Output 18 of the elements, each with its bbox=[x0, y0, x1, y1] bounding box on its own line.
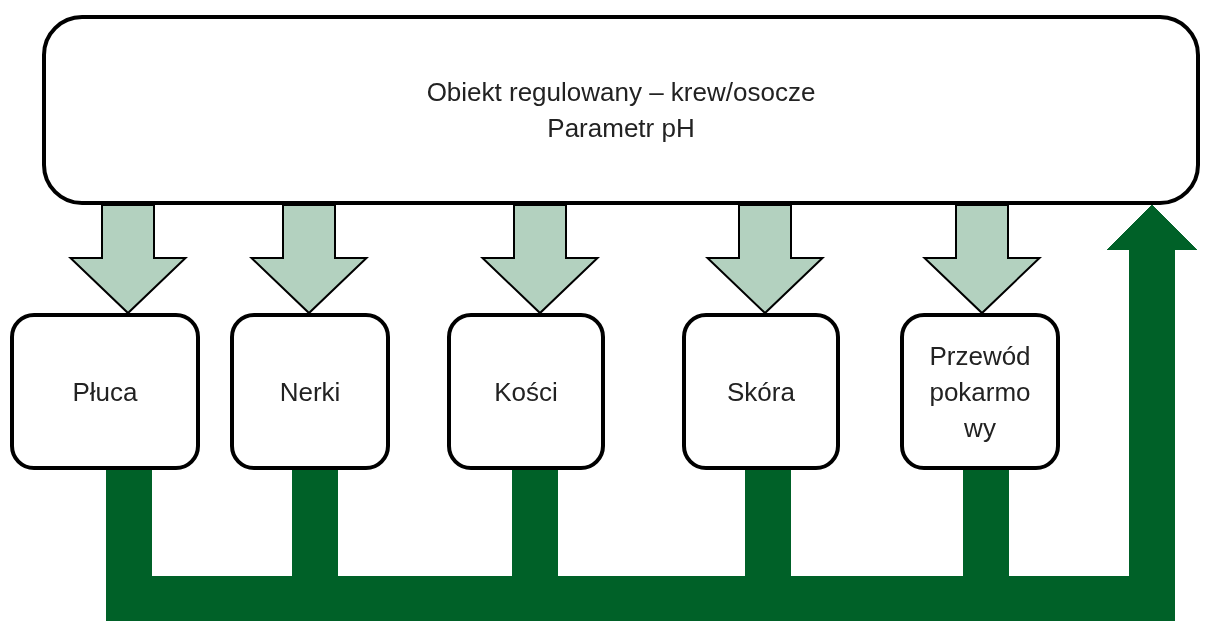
block-arrow bbox=[249, 204, 369, 315]
object-title: Obiekt regulowany – krew/osocze bbox=[426, 76, 816, 109]
block-arrow bbox=[68, 204, 188, 315]
organ-box bbox=[900, 313, 1060, 470]
organ-box bbox=[447, 313, 605, 470]
regulated-object-box bbox=[42, 15, 1200, 205]
organ-box bbox=[10, 313, 200, 470]
parameter-label: Parametr pH bbox=[547, 112, 695, 145]
organ-label: Przewód pokarmowy bbox=[928, 339, 1032, 445]
organ-label: Płuca bbox=[72, 375, 138, 409]
block-arrow bbox=[922, 204, 1042, 315]
block-arrow bbox=[480, 204, 600, 315]
block-arrow bbox=[705, 204, 825, 315]
organ-label: Skóra bbox=[727, 375, 795, 409]
organ-box bbox=[230, 313, 390, 470]
organ-label: Kości bbox=[494, 375, 558, 409]
organ-label: Nerki bbox=[279, 375, 341, 409]
organ-box bbox=[682, 313, 840, 470]
